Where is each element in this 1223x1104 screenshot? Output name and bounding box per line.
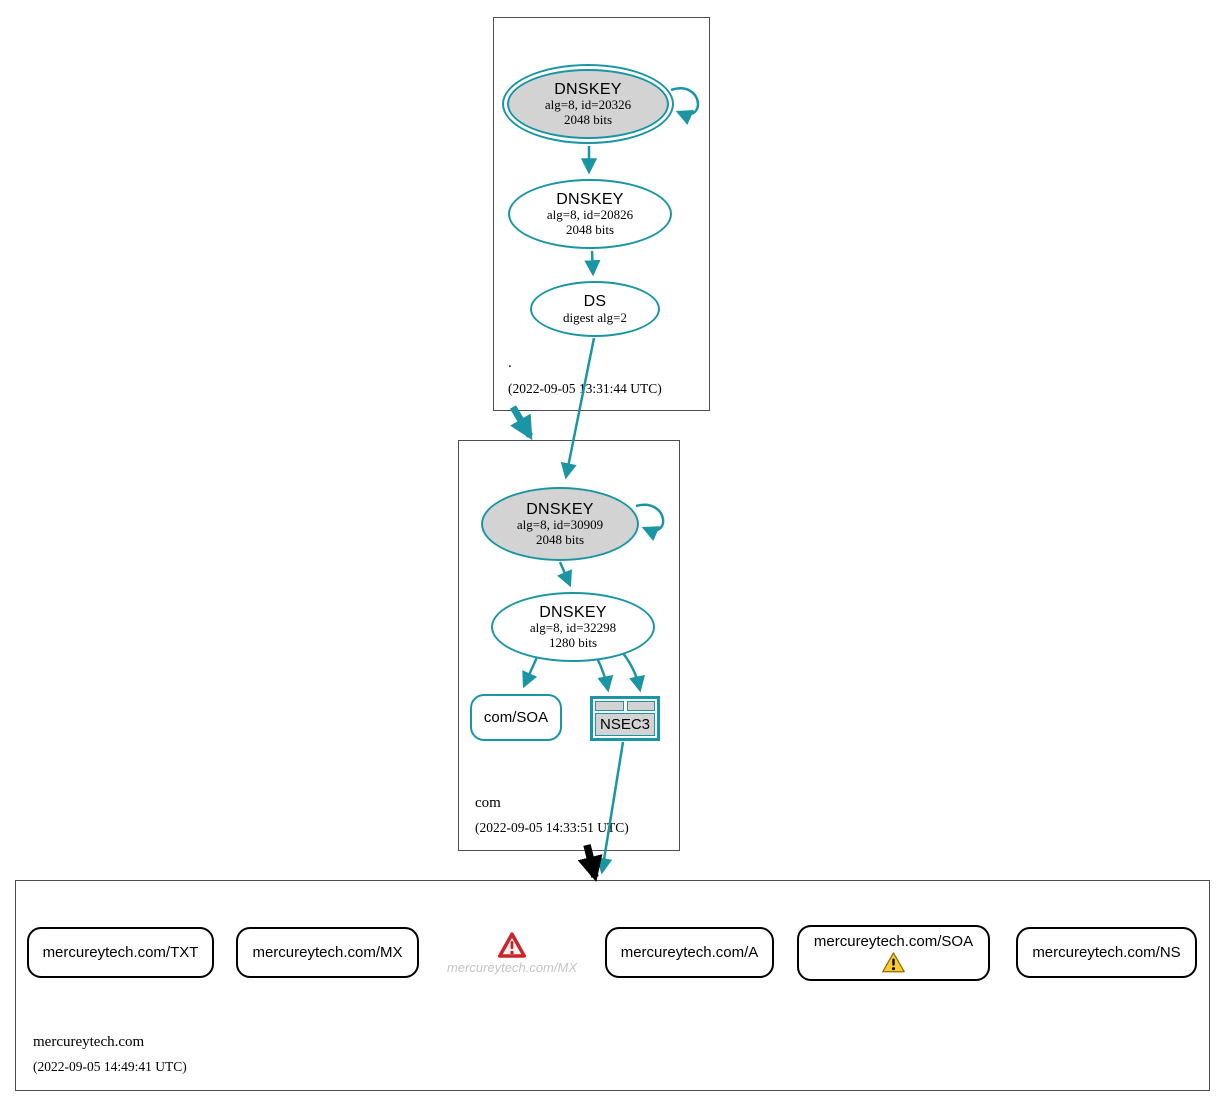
delegation-arrow-com-mercureytech [577, 844, 603, 882]
root-ksk-inner-ring: DNSKEY alg=8, id=20326 2048 bits [507, 69, 669, 139]
node-label: com/SOA [483, 709, 549, 726]
edge-comzsk-nsec3-a [595, 657, 614, 693]
nsec3-top-cells [595, 701, 655, 711]
node-label: mercureytech.com/SOA [813, 932, 974, 950]
node-title: DNSKEY [539, 603, 607, 621]
node-label: mercureytech.com/MX [252, 944, 403, 961]
node-detail: alg=8, id=32298 [529, 620, 617, 636]
node-detail: digest alg=2 [562, 309, 628, 325]
edge-rootzsk-ds [584, 250, 601, 277]
self-sign-loop-root-ksk-icon [670, 87, 700, 125]
node-root-ksk-dnskey[interactable]: DNSKEY alg=8, id=20326 2048 bits [502, 64, 674, 144]
node-label: mercureytech.com/TXT [42, 944, 199, 961]
zone-label-root: . [508, 355, 512, 371]
node-com-soa[interactable]: com/SOA [470, 694, 562, 741]
node-mercureytech-soa[interactable]: mercureytech.com/SOA [797, 925, 990, 981]
node-com-nsec3[interactable]: NSEC3 [590, 696, 660, 741]
node-com-ksk-dnskey[interactable]: DNSKEY alg=8, id=30909 2048 bits [481, 487, 639, 561]
node-detail: alg=8, id=20826 [546, 207, 634, 223]
node-mercureytech-a[interactable]: mercureytech.com/A [605, 927, 774, 978]
node-label: NSEC3 [595, 713, 655, 736]
node-mercureytech-ns[interactable]: mercureytech.com/NS [1016, 927, 1197, 978]
nsec3-cell [626, 701, 655, 711]
node-title: DNSKEY [556, 190, 624, 208]
zone-box-root [493, 17, 710, 411]
node-com-zsk-dnskey[interactable]: DNSKEY alg=8, id=32298 1280 bits [491, 592, 655, 662]
zone-box-mercureytech [15, 880, 1210, 1091]
nsec3-cell [595, 701, 624, 711]
node-bits: 1280 bits [548, 634, 598, 650]
error-icon [498, 932, 526, 958]
self-sign-loop-com-ksk-icon [635, 503, 665, 542]
edge-comzsk-nsec3-b [621, 651, 646, 693]
warning-icon [882, 951, 905, 972]
delegation-arrow-root-com [509, 405, 534, 441]
node-mercureytech-mx[interactable]: mercureytech.com/MX [236, 927, 419, 978]
edge-comzsk-comsoa [522, 654, 540, 689]
node-label: mercureytech.com/NS [1032, 944, 1181, 961]
node-title: DS [583, 292, 607, 310]
zone-timestamp-com: (2022-09-05 14:33:51 UTC) [475, 820, 629, 835]
zone-timestamp-mercureytech: (2022-09-05 14:49:41 UTC) [33, 1059, 187, 1074]
node-bits: 2048 bits [565, 221, 615, 237]
edge-comksk-comzsk [557, 561, 572, 588]
node-root-zsk-dnskey[interactable]: DNSKEY alg=8, id=20826 2048 bits [508, 179, 672, 249]
node-label: mercureytech.com/A [620, 944, 759, 961]
node-mercureytech-mx-error[interactable]: mercureytech.com/MX [442, 932, 582, 975]
node-bits: 2048 bits [535, 531, 585, 547]
node-detail: alg=8, id=30909 [516, 517, 604, 533]
node-title: DNSKEY [554, 80, 622, 98]
edge-ds-comksk [560, 337, 596, 480]
node-label: mercureytech.com/MX [446, 960, 578, 975]
node-title: DNSKEY [526, 500, 594, 518]
node-mercureytech-txt[interactable]: mercureytech.com/TXT [27, 927, 214, 978]
zone-label-com: com [475, 795, 501, 811]
node-bits: 2048 bits [563, 111, 613, 127]
node-root-ds[interactable]: DS digest alg=2 [530, 281, 660, 337]
zone-box-com [458, 440, 680, 851]
node-detail: alg=8, id=20326 [544, 97, 632, 113]
edge-nsec3-mercureytech [596, 741, 625, 875]
zone-label-mercureytech: mercureytech.com [33, 1034, 145, 1050]
